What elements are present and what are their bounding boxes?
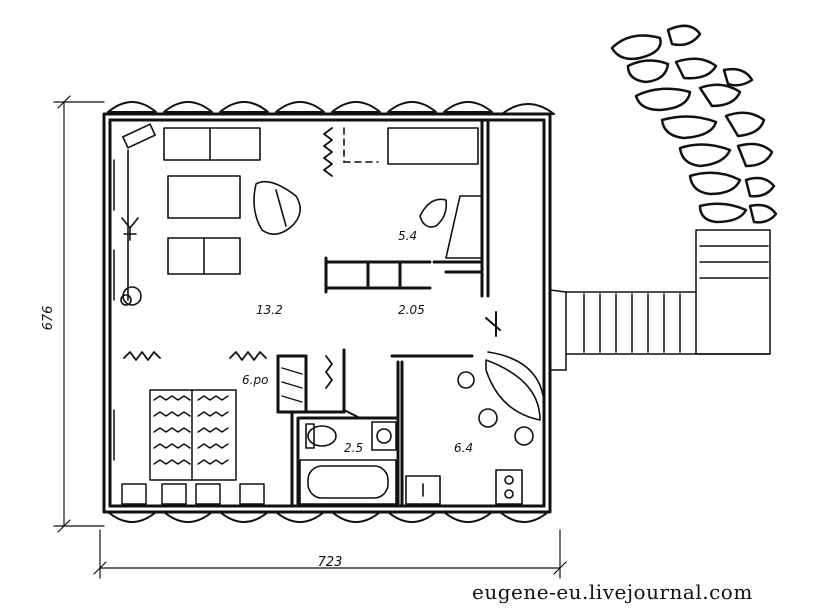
- room-label-bedroom: 5.4: [398, 229, 417, 243]
- double-bed: [121, 389, 265, 505]
- doors: [343, 311, 501, 419]
- interior-walls: [276, 118, 490, 508]
- bathroom-fixtures: [299, 421, 397, 505]
- radiators: [123, 127, 333, 389]
- room-label-bath: 2.5: [344, 441, 363, 455]
- room-label-kitchen: 6.4: [454, 441, 473, 455]
- deck-outline: [549, 117, 567, 511]
- bedroom-furniture: [343, 127, 483, 259]
- room-label-closet: 6.po: [242, 373, 268, 387]
- dimension-width: 723: [318, 555, 343, 570]
- kitchen-fixtures: [405, 351, 545, 505]
- closet: [281, 367, 303, 403]
- log-ends-top: [107, 101, 555, 115]
- exterior-stair: [565, 229, 771, 371]
- stone-path: [610, 24, 778, 224]
- room-label-hall: 2.05: [398, 303, 425, 317]
- watermark-credit: eugene-eu.livejournal.com: [472, 580, 753, 604]
- dimension-height: 676: [41, 306, 56, 331]
- windows: [109, 159, 115, 461]
- living-room-furniture: [120, 123, 301, 306]
- dimension-lines: [53, 95, 567, 579]
- room-label-living: 13.2: [256, 303, 283, 317]
